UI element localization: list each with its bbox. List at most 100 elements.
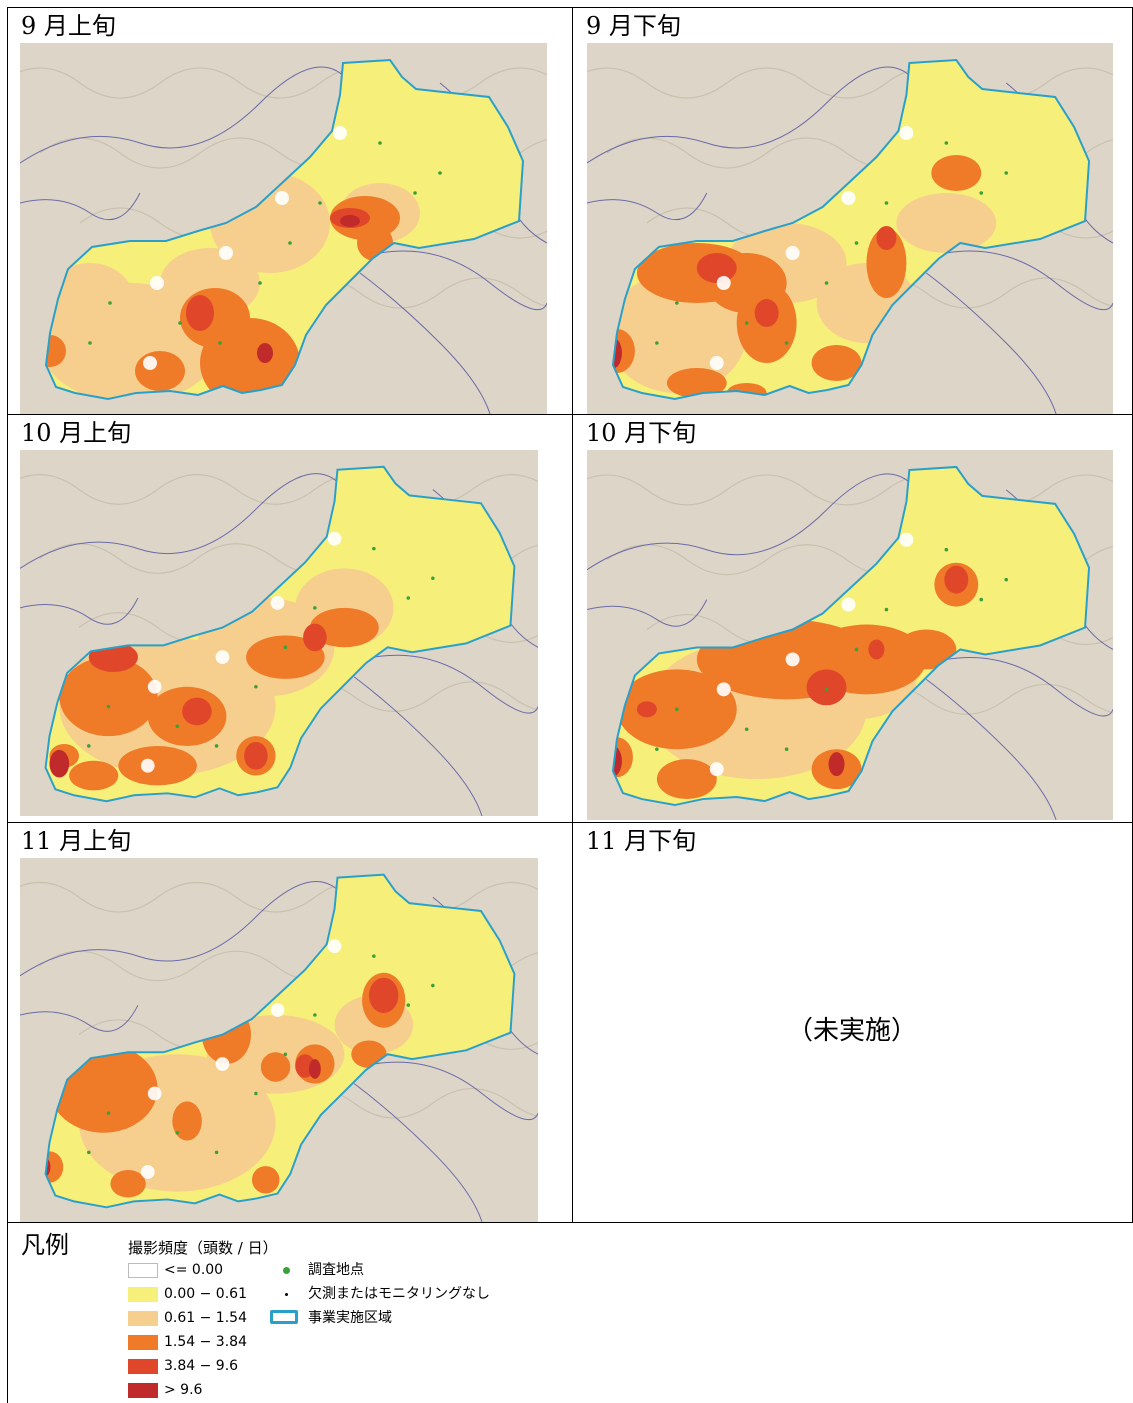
frequency-zone [868,639,885,660]
survey-point [824,687,829,692]
frequency-zone [303,623,327,652]
grid-row-divider-3 [7,1222,1133,1223]
frequency-zone [172,1101,202,1141]
frequency-zone [754,299,779,327]
survey-point [431,983,435,988]
survey-point [106,704,111,709]
panel-title: 10 月上旬 [21,419,132,447]
river-line [20,473,345,569]
terrain-relief-line [1005,683,1113,714]
frequency-zone [59,657,158,737]
zero-detection-point [147,1086,162,1101]
zero-detection-point [147,679,162,694]
survey-point [979,597,984,602]
river-line [353,676,483,816]
survey-point [438,171,442,175]
legend-symbol-label: 事業実施区域 [308,1310,392,1326]
river-line [353,1083,483,1222]
survey-point [254,684,258,689]
frequency-zone [876,226,897,250]
survey-point [655,341,659,345]
survey-point [214,1150,219,1155]
survey-point [784,747,789,751]
terrain-relief-line [159,67,321,99]
terrain-relief-line [471,474,538,490]
survey-point [283,645,288,650]
survey-point [175,724,180,729]
survey-point [106,1111,111,1115]
zero-detection-point [899,126,914,140]
legend-swatch-5 [128,1383,158,1398]
survey-point [1004,577,1008,582]
frequency-zone [260,1052,291,1082]
frequency-zone [46,335,66,367]
panel-sep-early: 9 月上旬 [7,7,572,414]
frequency-zone [69,760,119,791]
terrain-relief-line [726,67,887,99]
zero-detection-point [841,597,856,612]
frequency-zone [866,228,907,298]
river-line [359,272,491,414]
legend-label: 凡例 [21,1231,69,1259]
green-dot-icon [283,1267,290,1274]
river-line [379,250,547,311]
terrain-relief-line [471,881,538,898]
survey-point [88,341,92,345]
survey-point [218,341,222,345]
legend-class-label: > 9.6 [164,1382,203,1398]
terrain-relief-line [20,474,158,505]
zero-detection-point [709,762,724,777]
frequency-zone [244,742,268,770]
river-line [20,881,345,977]
project-area-boundary [44,465,516,803]
frequency-zone [118,745,197,786]
grid-row-divider-1 [7,414,1133,415]
zero-detection-point [785,652,800,667]
legend-class-label: <= 0.00 [164,1262,224,1278]
frequency-zone [896,629,957,670]
river-line [946,250,1113,311]
river-line [20,66,351,164]
survey-point [675,301,679,305]
legend-symbol-label: 欠測またはモニタリングなし [308,1286,490,1302]
legend-heading: 撮影頻度（頭数 / 日） [128,1239,278,1257]
panel-title: 9 月上旬 [21,12,116,40]
river-line [926,678,1057,820]
river-line [587,473,917,571]
survey-point [884,607,889,612]
panel-oct-late: 10 月下旬 [572,414,1132,822]
frequency-zone [944,565,969,594]
panel-title: 9 月下旬 [586,12,681,40]
zero-detection-point [143,356,157,370]
terrain-relief-line [511,544,538,559]
survey-point [1004,171,1008,175]
terrain-relief-line [1085,139,1113,154]
terrain-relief-line [39,543,198,574]
terrain-relief-line [587,474,728,506]
terrain-relief-line [39,950,198,982]
zero-detection-point [150,276,164,290]
frequency-zone [49,749,70,778]
frequency-zone [696,253,737,283]
terrain-relief-line [20,881,158,913]
zero-detection-point [327,939,342,954]
survey-point [258,281,262,285]
terrain-relief-line [39,137,201,169]
river-line [20,192,141,221]
terrain-relief-line [479,67,547,84]
terrain-relief-line [157,474,316,505]
frequency-zone [257,343,273,363]
river-line [946,656,1113,717]
frequency-zone [308,1059,321,1079]
zero-detection-point [270,1003,285,1017]
heatmap-sep-early [20,43,547,414]
survey-point [413,191,417,195]
frequency-zone [135,351,185,391]
heatmap-oct-late [587,450,1113,820]
grid-row-divider-2 [7,822,1133,823]
not-conducted-note: （未実施） [786,1016,917,1046]
terrain-relief-line [606,137,768,169]
survey-point [431,576,435,581]
panel-title: 10 月下旬 [586,419,697,447]
frequency-zone [340,215,360,227]
